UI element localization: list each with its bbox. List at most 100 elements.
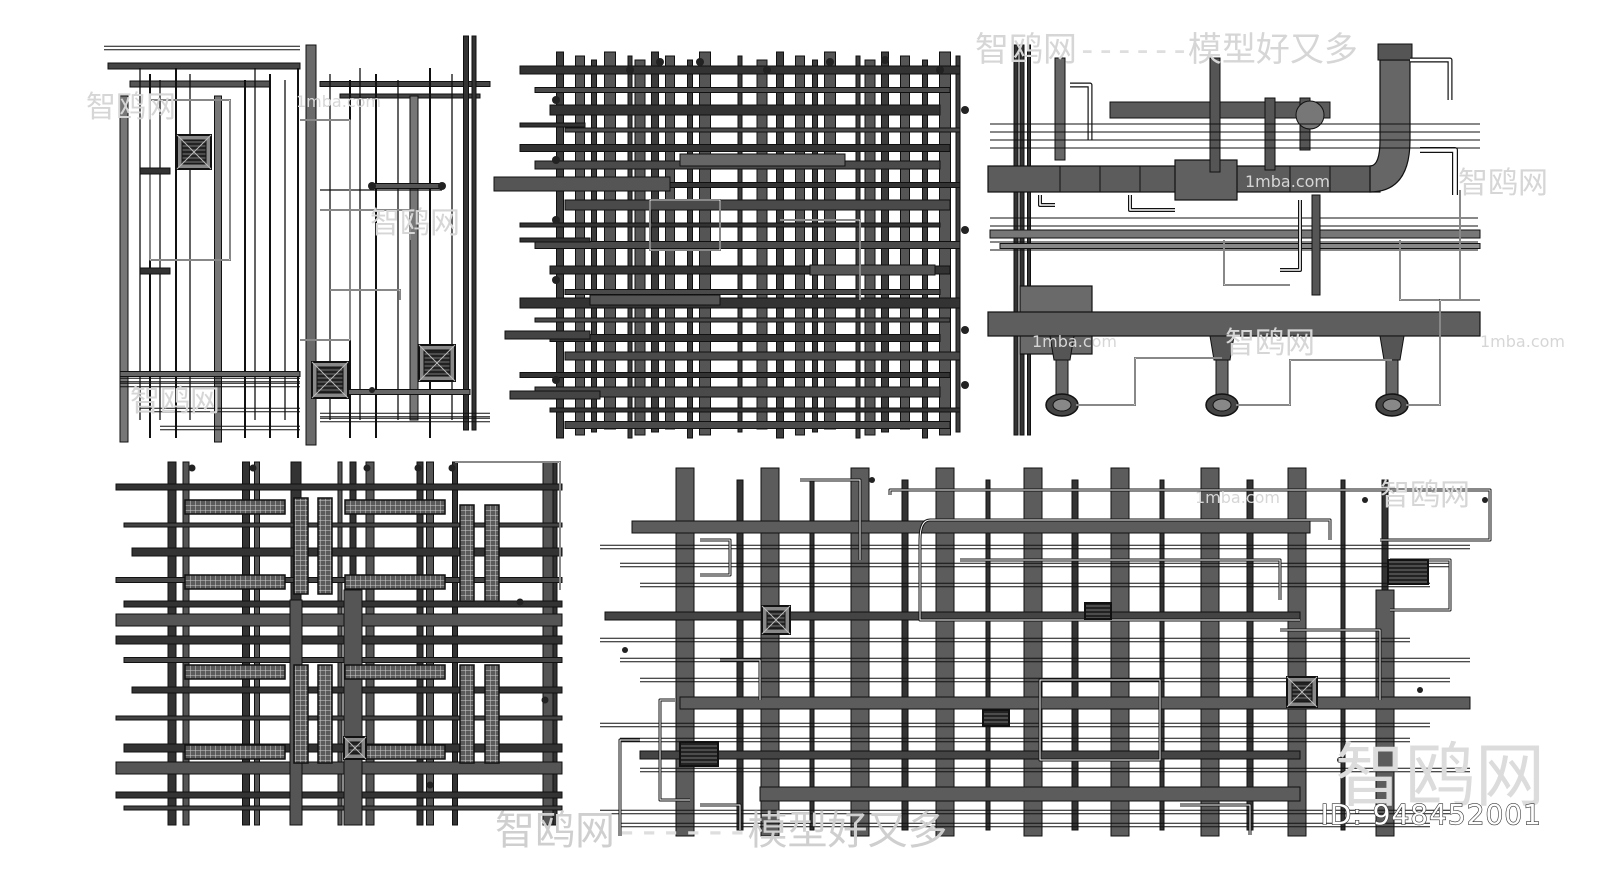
routed-pipe-core — [659, 699, 690, 801]
cable-tray — [184, 499, 286, 515]
horizontal-pipe — [564, 351, 961, 361]
routed-pipe-core — [1180, 804, 1251, 835]
exhaust-fan-hub — [1212, 398, 1232, 412]
horizontal-pipe — [123, 805, 563, 811]
routed-pipe-core — [1280, 629, 1381, 700]
horizontal-pipe — [107, 62, 301, 70]
pipe-fitting — [936, 66, 944, 74]
air-diffuser-diagonal — [176, 134, 212, 170]
lower-duct — [987, 311, 1481, 337]
horizontal-pipe — [115, 635, 563, 645]
horizontal-pipe — [809, 264, 936, 276]
horizontal-pipe — [115, 577, 563, 583]
horizontal-pipe — [115, 715, 563, 721]
horizontal-pipe — [319, 81, 491, 87]
duct-collar — [1377, 43, 1413, 61]
routed-pipe-core — [1070, 83, 1092, 140]
horizontal-pipe — [519, 65, 961, 75]
pipe-fitting — [961, 326, 969, 334]
vertical-pipe — [1055, 359, 1069, 396]
vertical-pipe — [1027, 44, 1031, 436]
panel-2 — [493, 51, 969, 439]
pipe-fitting — [1362, 497, 1368, 503]
routed-pipe — [1410, 57, 1453, 100]
pipe-fitting — [763, 66, 771, 74]
routed-pipe-core — [800, 479, 861, 560]
image-id-label: ID: 948452001 — [1320, 797, 1542, 831]
horizontal-pipe — [519, 372, 951, 378]
panel-4 — [115, 461, 563, 826]
horizontal-pipe — [564, 421, 951, 429]
exhaust-fan-hub — [1382, 398, 1402, 412]
routed-pipe-core — [330, 289, 401, 300]
panel-3 — [987, 43, 1481, 436]
cable-tray — [344, 664, 446, 680]
vertical-pipe — [1385, 359, 1399, 396]
routed-pipe-core — [960, 559, 1281, 600]
routed-pipe-core — [1039, 195, 1055, 206]
duct-box — [1174, 159, 1238, 201]
air-grille — [1387, 559, 1429, 585]
pipe-fitting — [552, 96, 560, 104]
routed-pipe-core — [700, 804, 741, 830]
air-diffuser-diagonal — [418, 344, 456, 382]
routed-pipe — [1236, 359, 1392, 406]
air-diffuser-diagonal — [1286, 676, 1318, 708]
pipe-fitting — [368, 182, 376, 190]
air-grille — [982, 709, 1010, 727]
panel-1 — [104, 35, 491, 446]
pipe-fitting — [552, 276, 560, 284]
horizontal-pipe — [631, 520, 1311, 534]
vertical-pipe — [985, 479, 991, 831]
duct-drop — [1379, 335, 1405, 361]
cable-tray — [293, 497, 309, 595]
pipe-fitting — [626, 66, 634, 74]
routed-pipe-core — [649, 199, 721, 251]
horizontal-pipe — [519, 297, 961, 309]
pipe-fitting — [552, 376, 560, 384]
cable-tray — [317, 497, 333, 595]
horizontal-pipe — [679, 153, 846, 167]
horizontal-pipe — [589, 294, 721, 306]
horizontal-pipe — [564, 199, 951, 211]
vertical-pipe — [463, 35, 469, 431]
routed-pipe-core — [1129, 195, 1175, 211]
pipe-fitting — [1482, 497, 1488, 503]
routed-pipe-core — [619, 739, 640, 836]
horizontal-pipe — [115, 613, 563, 627]
horizontal-pipe — [549, 265, 951, 275]
pipe-reducer — [1295, 100, 1325, 130]
vertical-pipe — [935, 467, 955, 837]
pipe-fitting — [656, 58, 664, 66]
horizontal-pipe — [549, 104, 941, 116]
vertical-pipe — [1019, 44, 1025, 436]
horizontal-pipe — [534, 241, 961, 249]
vertical-pipe — [471, 35, 477, 431]
cable-tray — [184, 744, 286, 760]
routed-pipe — [320, 209, 411, 240]
routed-pipe-core — [455, 461, 561, 590]
routed-pipe — [700, 803, 742, 830]
pipe-fitting — [869, 477, 875, 483]
pipe-fitting — [414, 464, 422, 472]
routed-pipe-core — [1399, 190, 1461, 301]
horizontal-pipe — [679, 696, 1471, 710]
routed-pipe-core — [320, 209, 411, 240]
vertical-pipe — [1287, 467, 1307, 837]
vertical-pipe — [1340, 479, 1346, 831]
routed-pipe-core — [149, 99, 231, 261]
vertical-pipe — [1215, 359, 1229, 396]
horizontal-pipe — [115, 791, 563, 799]
horizontal-pipe — [999, 243, 1481, 249]
cable-tray — [317, 664, 333, 764]
air-grille — [1084, 602, 1112, 620]
air-grille — [679, 741, 719, 767]
routed-pipe-core — [720, 659, 761, 700]
pipe-fitting — [1417, 687, 1423, 693]
routed-pipe — [1420, 147, 1458, 195]
horizontal-pipe — [139, 267, 171, 275]
cable-tray — [293, 664, 309, 764]
horizontal-pipe — [504, 330, 591, 340]
cable-tray — [184, 574, 286, 590]
